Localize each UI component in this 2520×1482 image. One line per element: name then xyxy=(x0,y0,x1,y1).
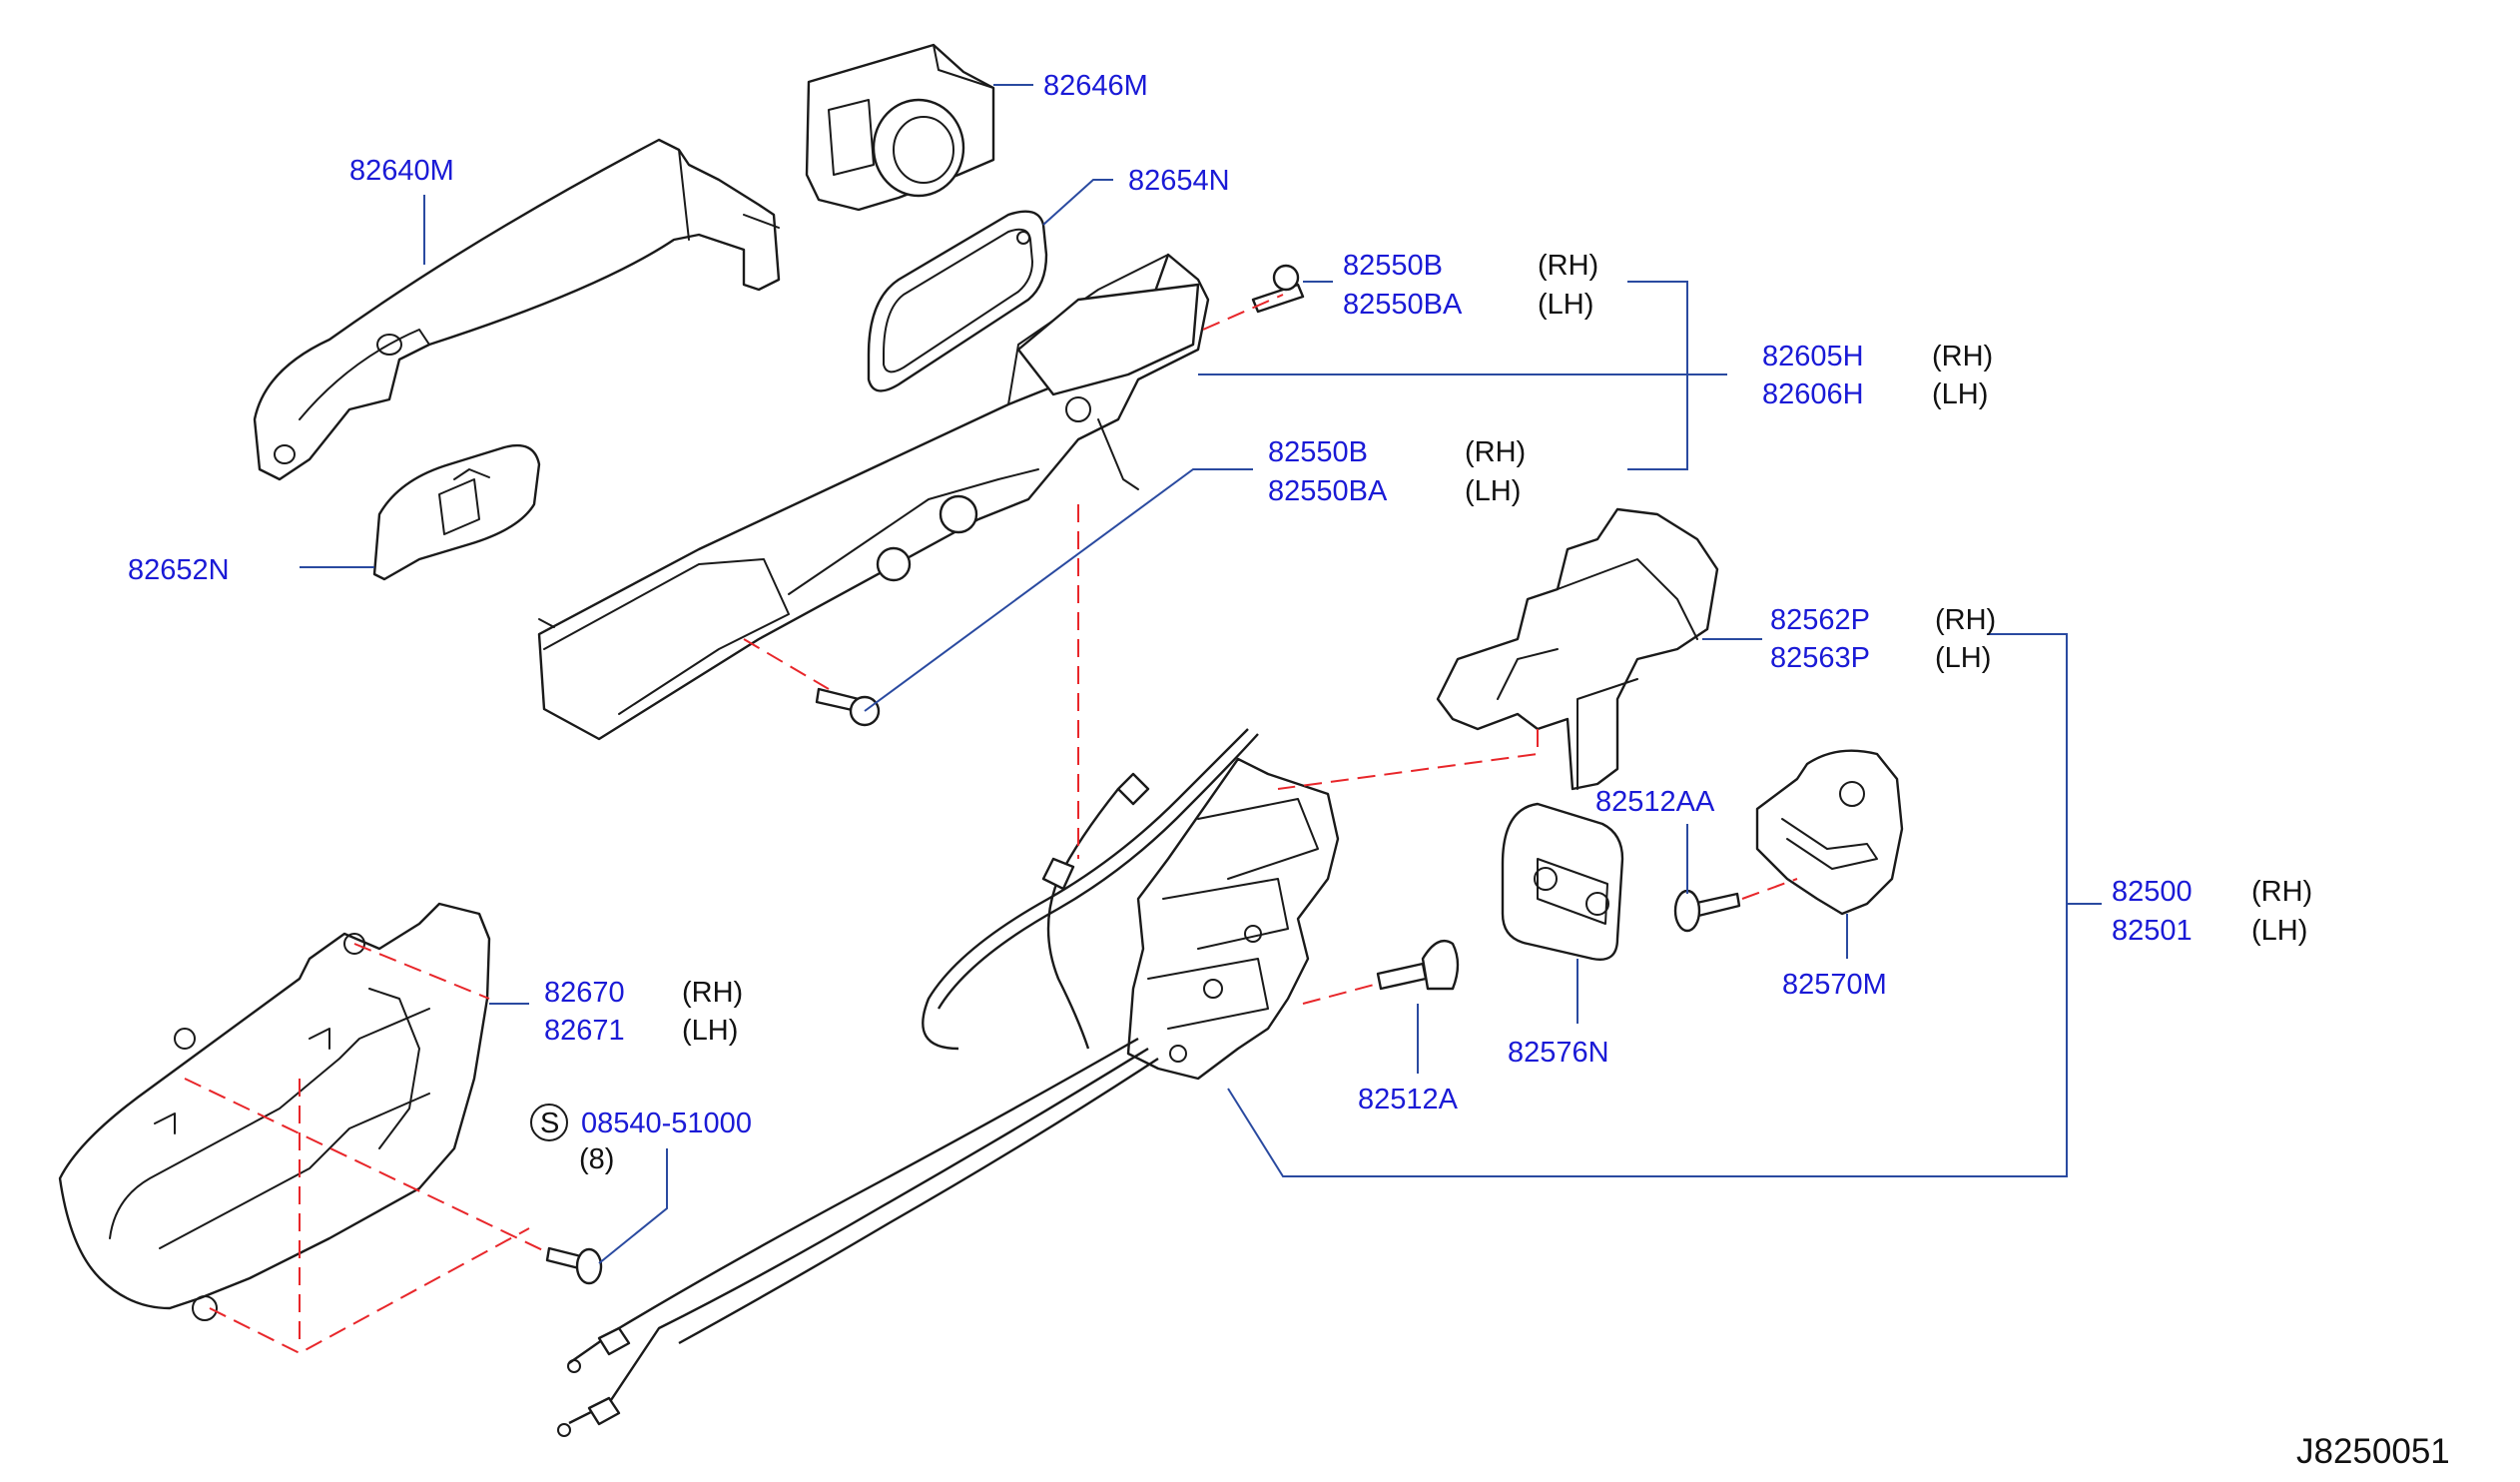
standard-part-symbol: S xyxy=(530,1104,568,1141)
callout-82671: 82671 xyxy=(544,1015,625,1047)
quantity-08540: (8) xyxy=(579,1143,614,1175)
callout-82576N: 82576N xyxy=(1508,1037,1609,1069)
callout-82550B-mid: 82550B xyxy=(1268,436,1368,468)
screw-mid-part xyxy=(815,687,881,727)
side-rh-82550B-mid: (RH) xyxy=(1465,436,1526,468)
callout-82512A: 82512A xyxy=(1358,1084,1459,1115)
lock-cables xyxy=(557,728,1259,1437)
callout-08540-51000: 08540-51000 xyxy=(581,1108,752,1139)
callout-82512AA: 82512AA xyxy=(1595,786,1715,818)
callout-82606H: 82606H xyxy=(1762,378,1864,410)
callout-82550B-top: 82550B xyxy=(1343,250,1443,282)
callout-82654N: 82654N xyxy=(1128,165,1230,197)
side-lh-82606H: (LH) xyxy=(1932,378,1988,410)
side-rh-82500: (RH) xyxy=(2251,876,2312,908)
handle-bracket-part xyxy=(537,253,1210,741)
side-rh-82562P: (RH) xyxy=(1935,604,1996,636)
side-lh-82563P: (LH) xyxy=(1935,642,1991,674)
side-lh-82550BA-mid: (LH) xyxy=(1465,475,1521,507)
diagram-code: J8250051 xyxy=(2296,1432,2450,1471)
callout-82646M: 82646M xyxy=(1043,70,1148,102)
small-cover-part xyxy=(372,443,541,581)
inside-handle-part xyxy=(58,902,491,1321)
callout-82501: 82501 xyxy=(2112,915,2193,947)
callout-82652N: 82652N xyxy=(128,554,230,586)
callout-82562P: 82562P xyxy=(1770,604,1870,636)
callout-82550BA-mid: 82550BA xyxy=(1268,475,1388,507)
side-rh-82550B-top: (RH) xyxy=(1538,250,1598,282)
side-lh-82671: (LH) xyxy=(682,1015,738,1047)
callout-82570M: 82570M xyxy=(1782,969,1887,1001)
callout-82563P: 82563P xyxy=(1770,642,1870,674)
side-rh-82605H: (RH) xyxy=(1932,341,1993,372)
cylinder-cover-part xyxy=(805,43,995,212)
screw-top-part xyxy=(1251,264,1305,314)
side-rh-82670: (RH) xyxy=(682,977,743,1009)
gasket-part xyxy=(867,210,1048,392)
side-lh-82501: (LH) xyxy=(2251,915,2307,947)
callout-82500: 82500 xyxy=(2112,876,2193,908)
leader-lines xyxy=(300,84,2102,1264)
striker-part xyxy=(1755,749,1904,916)
outside-handle-part xyxy=(253,138,781,481)
trim-screw-part xyxy=(545,1246,603,1285)
lock-bracket-part xyxy=(1436,507,1719,791)
shim-plate-part xyxy=(1501,802,1624,961)
door-lock-actuator-part xyxy=(1126,757,1340,1081)
callout-82605H: 82605H xyxy=(1762,341,1864,372)
lock-screw-part xyxy=(1376,939,1460,991)
side-lh-82550BA-top: (LH) xyxy=(1538,289,1593,321)
reference-dashes xyxy=(184,294,1798,1355)
callout-82670: 82670 xyxy=(544,977,625,1009)
callout-82550BA-top: 82550BA xyxy=(1343,289,1463,321)
striker-screw-part xyxy=(1673,889,1741,933)
callout-82640M: 82640M xyxy=(349,155,454,187)
standard-part-letter: S xyxy=(540,1108,559,1139)
